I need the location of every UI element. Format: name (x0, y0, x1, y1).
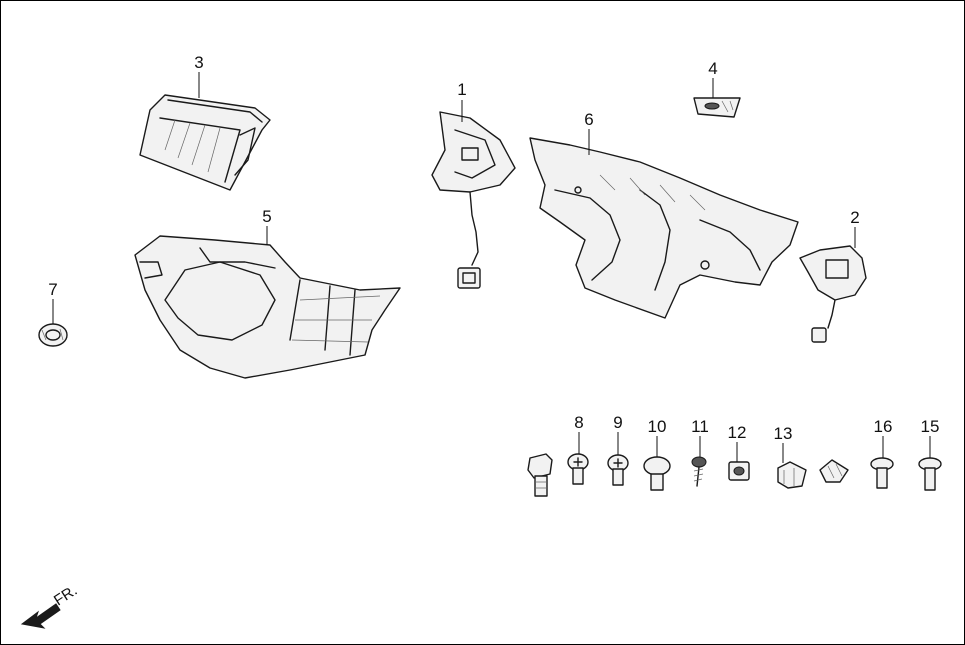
callout-4: 4 (708, 59, 717, 78)
part-8-bolt (527, 453, 553, 497)
part-4-emblem (693, 97, 741, 118)
part-11-tapping-screw (691, 456, 707, 487)
callout-5: 5 (262, 207, 271, 226)
callout-15: 15 (921, 417, 940, 436)
callout-3: 3 (194, 53, 203, 72)
part-9b-screw (607, 454, 629, 486)
callout-2: 2 (850, 208, 859, 227)
part-14-clip (819, 459, 849, 483)
part-9-screw (567, 453, 589, 485)
part-6-handle-cover-rear (529, 137, 799, 319)
callout-6: 6 (584, 110, 593, 129)
front-direction-arrow-icon (20, 603, 61, 629)
callout-16: 16 (874, 417, 893, 436)
part-13-clip (777, 461, 807, 489)
callout-9: 9 (613, 413, 622, 432)
part-10-screw (643, 456, 671, 491)
callout-10: 10 (648, 417, 667, 436)
part-12-clip-nut (728, 461, 750, 481)
callout-1: 1 (457, 80, 466, 99)
part-1-left-switch (431, 111, 516, 289)
callout-8: 8 (574, 413, 583, 432)
part-5-handle-cover-front (134, 235, 401, 379)
callout-7: 7 (48, 280, 57, 299)
part-3-meter-cover (139, 94, 271, 191)
part-15-screw (918, 457, 942, 491)
callout-12: 12 (728, 423, 747, 442)
part-16-screw (870, 457, 894, 489)
part-2-right-switch (799, 245, 867, 343)
callout-13: 13 (774, 424, 793, 443)
part-7-grommet (38, 323, 68, 347)
callout-11: 11 (691, 417, 709, 436)
